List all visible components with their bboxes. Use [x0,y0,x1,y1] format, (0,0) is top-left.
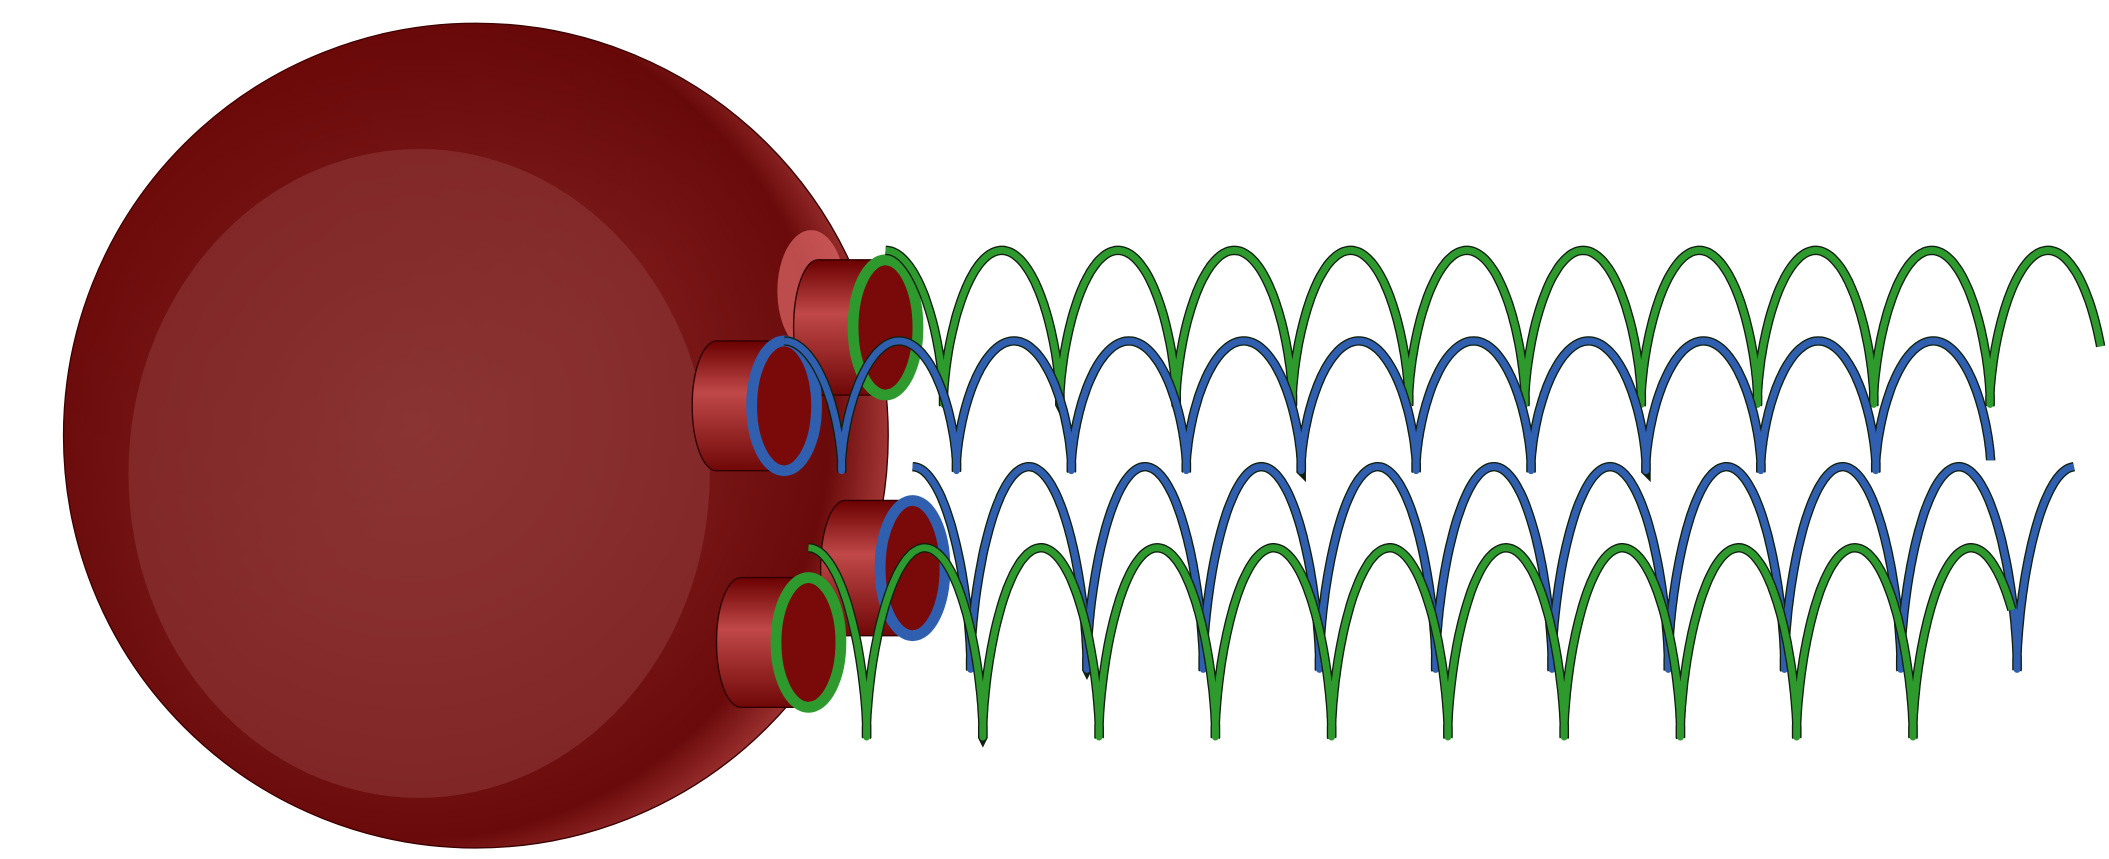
green-helix-top [884,246,2104,408]
green-helix-top-ring [847,254,924,401]
tube-opening [754,346,814,466]
helices [746,245,2106,748]
green-helix-lower-ring [770,572,847,713]
green-helix-lower-outline [808,543,2017,748]
green-helix-lower [806,544,2016,741]
sphere [62,22,889,849]
sphere-inner-highlight [128,148,710,798]
tube-opening [778,582,839,702]
blue-helix-upper [782,337,1994,475]
tube-opening [882,505,943,631]
